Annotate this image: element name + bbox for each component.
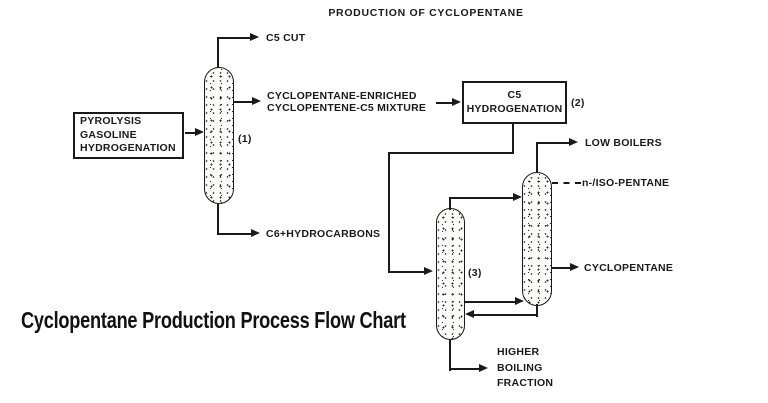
c5-cut-arrowhead-icon xyxy=(250,33,259,41)
c5-cut-line-v xyxy=(217,37,219,68)
cyclopentane-line xyxy=(552,267,571,269)
c5-cut-label: C5 CUT xyxy=(266,32,306,44)
mixture-arrowhead-2-icon xyxy=(452,98,461,106)
distillation-column-3 xyxy=(436,208,465,340)
route-line-h2 xyxy=(388,271,425,273)
distillation-column-4 xyxy=(522,172,552,306)
route-line-v2 xyxy=(388,152,390,273)
c6-line-v xyxy=(217,204,219,235)
low-boilers-label: LOW BOILERS xyxy=(585,137,662,149)
cyclopentane-label: CYCLOPENTANE xyxy=(584,262,674,274)
side-stream-line xyxy=(464,301,516,303)
diagram-title: PRODUCTION OF CYCLOPENTANE xyxy=(328,7,524,19)
feed-line xyxy=(185,132,197,134)
low-boilers-line-v xyxy=(536,143,538,173)
recycle-line-v xyxy=(536,304,538,317)
higher-boiling-label: HIGHER BOILING FRACTION xyxy=(497,346,554,389)
mixture-label: CYCLOPENTANE-ENRICHED CYCLOPENTENE-C5 MI… xyxy=(267,90,427,114)
bottoms-line-v xyxy=(449,339,451,371)
recycle-line-h xyxy=(474,314,538,316)
overhead-line-v xyxy=(449,197,451,210)
low-boilers-line-h xyxy=(536,142,570,144)
c5-hydrogenation-box: C5 HYDROGENATION xyxy=(462,81,567,124)
bottoms-arrowhead-icon xyxy=(479,364,488,372)
c6-label: C6+HYDROCARBONS xyxy=(266,228,381,240)
hydrogenation-box-tag: (2) xyxy=(571,97,585,109)
iso-pentane-dashed-line xyxy=(552,182,581,184)
side-stream-arrowhead-icon xyxy=(515,297,524,305)
overhead-line-h xyxy=(449,197,514,199)
route-line-h1 xyxy=(388,152,514,154)
route-line-v1 xyxy=(512,123,514,154)
c5-cut-line-h xyxy=(217,37,251,39)
column-3-tag: (3) xyxy=(468,267,482,279)
figure-caption: Cyclopentane Production Process Flow Cha… xyxy=(21,307,406,333)
cyclopentane-arrowhead-icon xyxy=(570,263,579,271)
c6-arrowhead-icon xyxy=(251,229,260,237)
column-3-feed-arrowhead-icon xyxy=(424,267,433,275)
recycle-arrowhead-icon xyxy=(465,310,474,318)
c6-line-h xyxy=(217,233,252,235)
mixture-line-1 xyxy=(233,101,253,103)
feed-arrowhead-icon xyxy=(195,128,204,136)
low-boilers-arrowhead-icon xyxy=(569,138,578,146)
column-1-tag: (1) xyxy=(238,133,252,145)
distillation-column-1 xyxy=(204,67,234,204)
mixture-arrowhead-1-icon xyxy=(252,97,261,105)
iso-pentane-label: n-/ISO-PENTANE xyxy=(582,177,670,189)
bottoms-line-h xyxy=(449,368,480,370)
feed-unit-box: PYROLYSIS GASOLINE HYDROGENATION xyxy=(73,112,184,159)
mixture-line-2 xyxy=(436,102,453,104)
column-4-feed-arrowhead-icon xyxy=(513,193,522,201)
